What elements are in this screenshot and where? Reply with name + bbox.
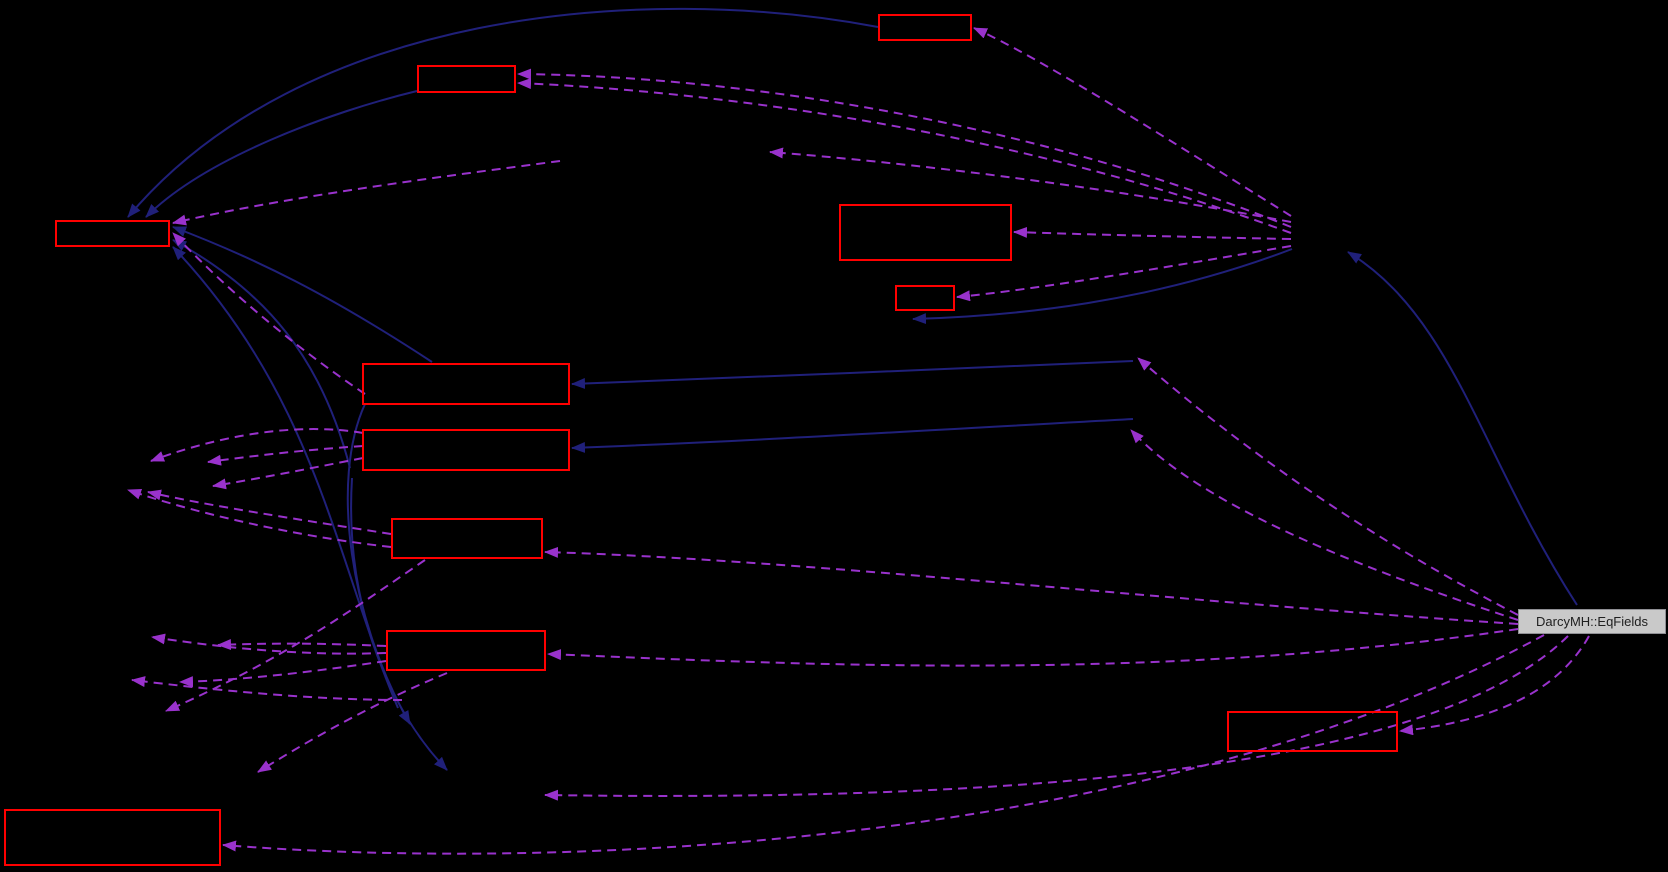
dashed-edge-20 xyxy=(127,489,392,548)
dashed-edge-16 xyxy=(150,428,364,462)
dashed-edge-21 xyxy=(217,639,387,651)
graph-node-10[interactable] xyxy=(1227,711,1398,752)
dashed-edge-8 xyxy=(172,232,366,395)
graph-node-1[interactable] xyxy=(878,14,972,41)
dashed-edge-3 xyxy=(517,68,1292,228)
dashed-edge-18 xyxy=(212,457,364,490)
node-darcymh-eqfields: DarcyMH::EqFields xyxy=(1518,609,1666,634)
dashed-edge-11 xyxy=(544,546,1519,625)
graph-node-8[interactable] xyxy=(391,518,543,559)
dashed-edge-7 xyxy=(172,160,561,226)
dashed-edge-14 xyxy=(544,635,1569,801)
solid-edge-10 xyxy=(571,360,1134,389)
solid-edge-11 xyxy=(571,418,1134,453)
graph-node-3[interactable] xyxy=(55,220,170,247)
dashed-edge-6 xyxy=(956,245,1292,302)
solid-edge-8 xyxy=(912,248,1293,325)
solid-edge-7 xyxy=(346,403,411,725)
graph-node-11[interactable] xyxy=(4,809,221,866)
graph-node-7[interactable] xyxy=(362,429,570,471)
solid-edge-5 xyxy=(172,246,399,709)
dashed-edge-4 xyxy=(517,78,1292,234)
graph-node-4[interactable] xyxy=(839,204,1012,261)
solid-edge-2 xyxy=(145,90,418,218)
dashed-edge-26 xyxy=(257,672,448,773)
graph-node-9[interactable] xyxy=(386,630,546,671)
graph-node-5[interactable] xyxy=(895,285,955,311)
graph-node-6[interactable] xyxy=(362,363,570,405)
solid-edge-9 xyxy=(1347,251,1578,606)
dashed-edge-17 xyxy=(207,445,364,466)
solid-edge-3 xyxy=(172,226,433,363)
dashed-edge-13 xyxy=(1399,635,1590,736)
dashed-edge-25 xyxy=(165,559,426,712)
dashed-edge-2 xyxy=(769,147,1292,223)
dashed-edge-9 xyxy=(1137,357,1519,616)
graph-node-2[interactable] xyxy=(417,65,516,93)
dashed-edge-24 xyxy=(131,676,403,701)
dashed-edge-12 xyxy=(547,628,1519,667)
dashed-edge-19 xyxy=(147,489,392,535)
dashed-edge-10 xyxy=(1130,429,1519,621)
dashed-edge-22 xyxy=(151,633,387,655)
dashed-edge-1 xyxy=(973,27,1292,217)
dashed-edge-5 xyxy=(1013,226,1292,240)
solid-edge-4 xyxy=(172,239,351,469)
dashed-edge-23 xyxy=(179,660,387,688)
solid-edge-1 xyxy=(127,7,879,218)
dashed-edge-15 xyxy=(222,634,1545,855)
